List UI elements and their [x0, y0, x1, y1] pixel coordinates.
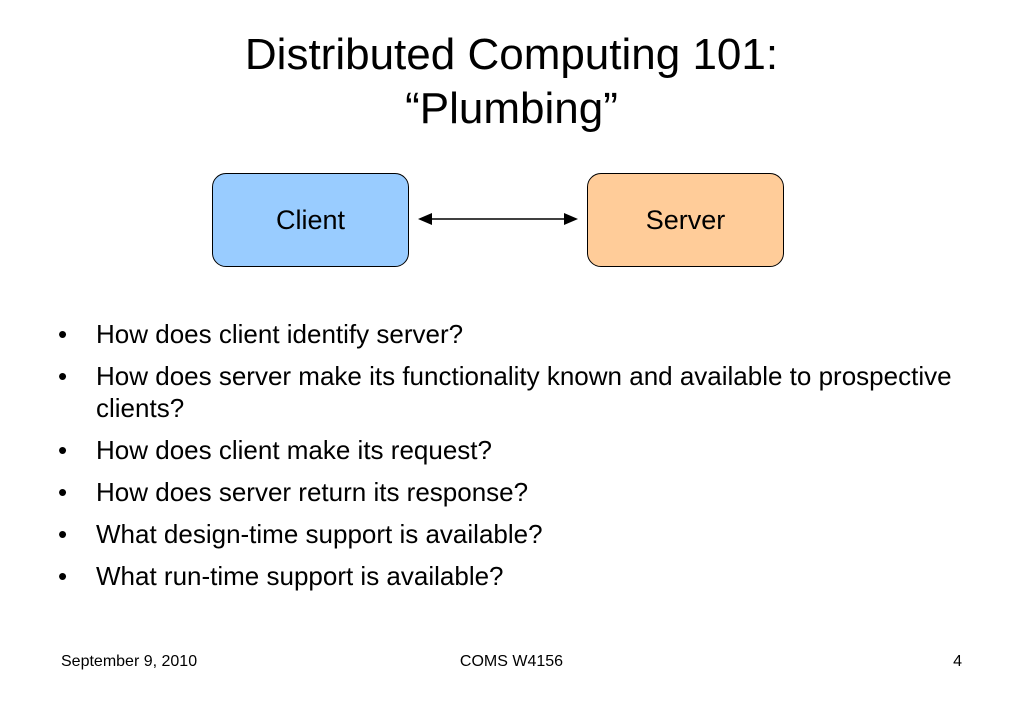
- slide-title-line-2: “Plumbing”: [405, 84, 618, 133]
- bullet-list: • How does client identify server? • How d…: [58, 318, 958, 602]
- bullet-text: How does server make its functionality k…: [96, 361, 952, 423]
- bullet-text: What run-time support is available?: [96, 561, 504, 591]
- bullet-icon: •: [58, 435, 68, 465]
- server-box: Server: [587, 173, 784, 267]
- bullet-icon: •: [58, 319, 68, 349]
- bidirectional-arrow-icon: [418, 213, 578, 225]
- bullet-icon: •: [58, 519, 68, 549]
- slide-title: Distributed Computing 101: “Plumbing”: [0, 28, 1023, 136]
- server-label: Server: [645, 204, 726, 235]
- bullet-text: How does client make its request?: [96, 435, 492, 465]
- bullet-item: • How does client identify server?: [58, 318, 958, 350]
- client-label: Client: [275, 204, 346, 235]
- bullet-item: • What run-time support is available?: [58, 560, 958, 592]
- bullet-icon: •: [58, 361, 68, 391]
- bullet-item: • How does server make its functionality …: [58, 360, 958, 424]
- slide-title-line-1: Distributed Computing 101:: [244, 30, 779, 79]
- footer-course: COMS W4156: [459, 653, 564, 670]
- bullet-item: • How does server return its response?: [58, 476, 958, 508]
- bullet-icon: •: [58, 561, 68, 591]
- bullet-item: • How does client make its request?: [58, 434, 958, 466]
- bullet-text: How does client identify server?: [96, 319, 464, 349]
- bullet-text: How does server return its response?: [96, 477, 529, 507]
- bullet-text: What design-time support is available?: [96, 519, 543, 549]
- bullet-icon: •: [58, 477, 68, 507]
- footer-page-number: 4: [953, 653, 962, 670]
- footer-date: September 9, 2010: [61, 653, 198, 670]
- bullet-item: • What design-time support is available?: [58, 518, 958, 550]
- client-box: Client: [212, 173, 409, 267]
